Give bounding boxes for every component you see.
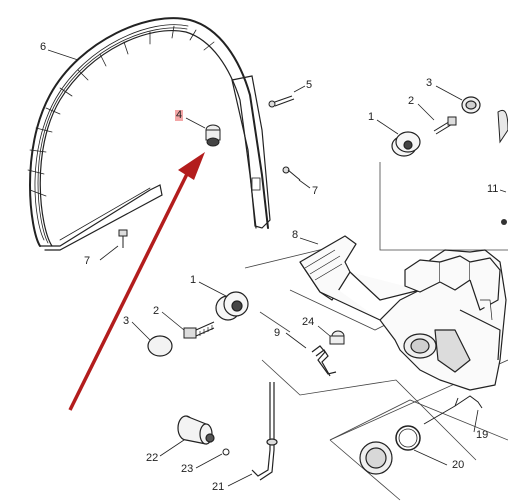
red-arrow — [68, 152, 205, 411]
label-11: 11 — [487, 183, 499, 195]
bolt-2-top — [433, 116, 457, 135]
label-9: 9 — [274, 327, 281, 339]
label-1-mid: 1 — [190, 274, 197, 286]
label-4-highlighted: 4 — [175, 109, 184, 121]
front-handle-bar — [27, 17, 271, 251]
screw-7-right — [282, 166, 301, 181]
label-8: 8 — [292, 229, 299, 241]
label-23: 23 — [181, 463, 194, 475]
plug-24 — [329, 330, 345, 345]
rubber-mount-1-mid — [215, 291, 249, 321]
partial-part-right-edge — [497, 109, 508, 144]
label-7-left: 7 — [84, 255, 91, 267]
leader-lines — [47, 49, 507, 487]
label-22: 22 — [146, 452, 159, 464]
label-2-mid: 2 — [153, 305, 160, 317]
label-24: 24 — [302, 316, 315, 328]
label-6: 6 — [40, 41, 47, 53]
label-21: 21 — [212, 481, 225, 493]
screw-11 — [501, 219, 507, 225]
crankcase-housing — [299, 235, 507, 391]
filter-22 — [177, 415, 215, 445]
ring-23 — [222, 448, 230, 456]
screw-5 — [268, 95, 295, 108]
screw-7-left — [118, 229, 128, 248]
bolt-2-mid — [183, 321, 215, 339]
label-5: 5 — [306, 79, 313, 91]
rubber-bushing-4 — [205, 124, 221, 147]
label-7-right: 7 — [312, 185, 319, 197]
cap-3-top — [461, 96, 481, 114]
label-20: 20 — [452, 459, 465, 471]
label-1-top: 1 — [368, 111, 375, 123]
label-3-top: 3 — [426, 77, 433, 89]
hose-9 — [311, 345, 337, 377]
rubber-mount-1-top — [391, 131, 421, 157]
label-2-top: 2 — [408, 95, 415, 107]
oring-20 — [395, 425, 421, 451]
cap-3-mid — [147, 335, 173, 357]
cap-bottom — [359, 441, 393, 475]
label-3-mid: 3 — [123, 315, 130, 327]
label-19: 19 — [476, 429, 489, 441]
outline-box-lower-right — [329, 399, 508, 501]
wire-19 — [423, 395, 483, 425]
tube-21 — [251, 382, 278, 481]
